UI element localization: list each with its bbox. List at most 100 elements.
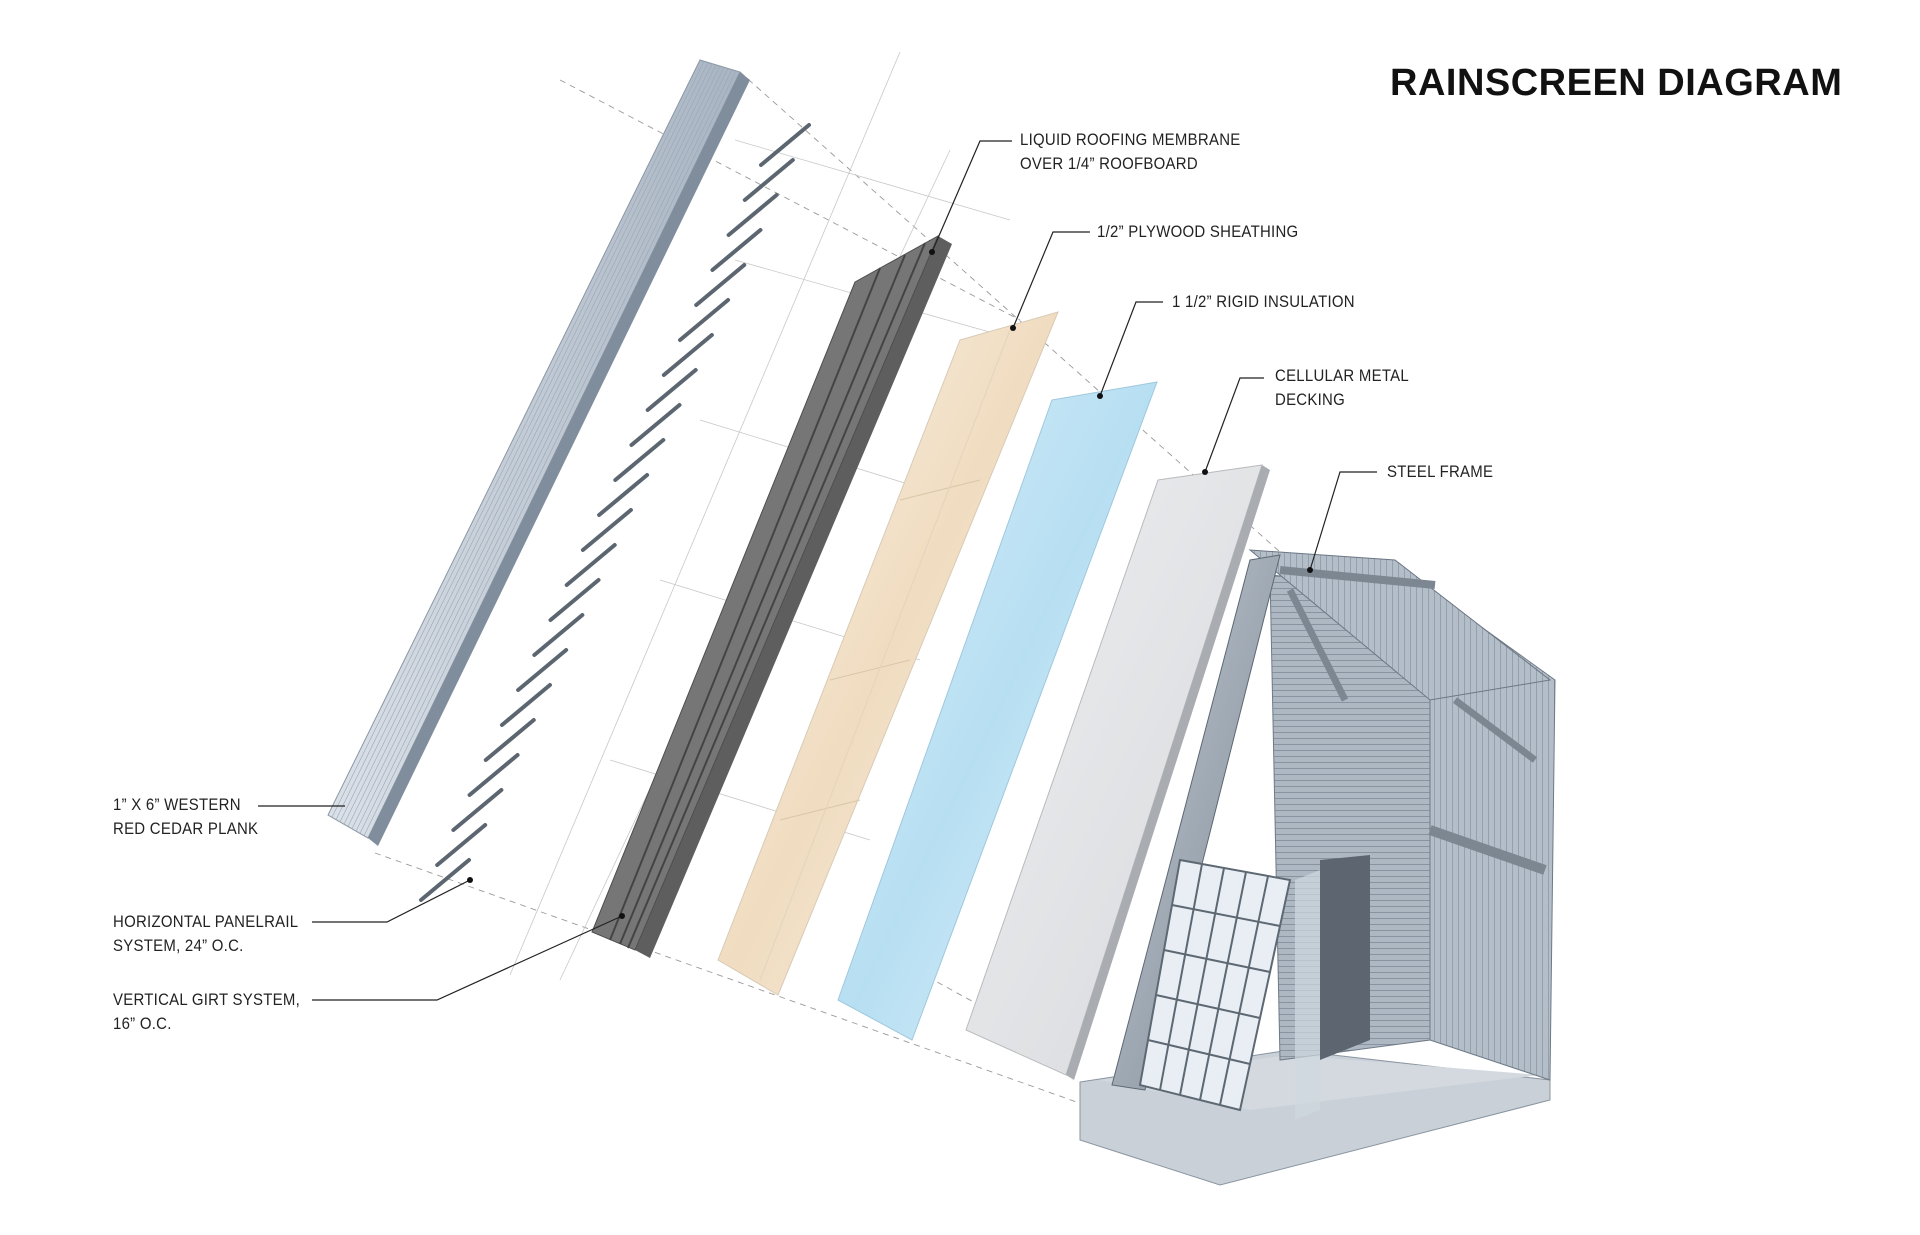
cedar-grain-line [339, 63, 713, 823]
label-line: LIQUID ROOFING MEMBRANE [1020, 130, 1241, 149]
glazing-mullion [1179, 867, 1225, 1096]
glazing-grid-lines [1147, 863, 1281, 1106]
frame-roof [1248, 549, 1552, 701]
panelrail [678, 298, 731, 342]
plywood-panel [717, 311, 1059, 996]
label-line: 1 1/2” RIGID INSULATION [1172, 292, 1355, 311]
insulation-panel [837, 381, 1158, 1041]
cedar-grain-line [351, 67, 725, 829]
plywood-seam [779, 799, 861, 821]
panelrail [629, 403, 682, 447]
cedar-grain-line [335, 62, 709, 820]
panelrail [532, 613, 585, 657]
leader-plywood [1012, 231, 1090, 329]
frame-brace [1452, 697, 1538, 763]
panelrail [435, 823, 488, 867]
panelrail [597, 473, 650, 517]
vertical-girt-layer [591, 234, 952, 958]
frame-window-opening [1320, 855, 1370, 1060]
panelrail [483, 718, 536, 762]
glazing-transom [1171, 904, 1281, 927]
panelrail [742, 158, 795, 202]
panelrail [499, 683, 552, 727]
plywood-layer [717, 311, 1059, 996]
plywood-seam [899, 479, 981, 501]
cedar-plank-grain [331, 61, 737, 836]
panelrail [710, 228, 763, 272]
leader-dot [1010, 325, 1016, 331]
guide-line [509, 51, 901, 976]
leader-dot [1202, 469, 1208, 475]
leader-dot [929, 249, 935, 255]
label-insulation: 1 1/2” RIGID INSULATION [1172, 290, 1355, 314]
projection-line [859, 939, 1081, 1061]
panelrail [516, 648, 569, 692]
girt-rib [627, 242, 926, 949]
glazing-transom [1155, 994, 1261, 1019]
label-panelrail: HORIZONTAL PANELRAIL SYSTEM, 24” O.C. [113, 910, 298, 958]
label-line: 1” X 6” WESTERN [113, 795, 241, 814]
girt-rib [619, 254, 906, 945]
leader-steel-frame [1309, 471, 1377, 571]
panelrail-layer [419, 123, 811, 902]
label-line: 16” O.C. [113, 1014, 172, 1033]
panelrail [564, 543, 617, 587]
leader-insulation [1099, 301, 1163, 397]
label-plywood: 1/2” PLYWOOD SHEATHING [1097, 220, 1298, 244]
frame-front-post [1111, 554, 1281, 1091]
plywood-seam [759, 329, 1011, 981]
label-roofing-membrane: LIQUID ROOFING MEMBRANE OVER 1/4” ROOFBO… [1020, 128, 1241, 176]
cedar-grain-line [359, 69, 733, 834]
girt-face [635, 236, 952, 958]
leader-dot [1307, 567, 1313, 573]
panelrail [661, 333, 714, 377]
projection-line [559, 79, 1021, 321]
leader-dots [467, 249, 1313, 919]
label-line: HORIZONTAL PANELRAIL [113, 912, 299, 931]
cedar-grain-line [355, 68, 729, 832]
label-line: OVER 1/4” ROOFBOARD [1020, 154, 1198, 173]
label-line: RED CEDAR PLANK [113, 819, 259, 838]
cedar-grain-line [343, 64, 717, 825]
leader-dot [619, 913, 625, 919]
insulation-layer [837, 381, 1158, 1041]
glazing-transom [1163, 949, 1271, 973]
leader-lines [258, 140, 1377, 1001]
cedar-plank-layer [327, 59, 750, 846]
girt-rib [609, 267, 881, 941]
label-girt: VERTICAL GIRT SYSTEM, 16” O.C. [113, 988, 300, 1036]
frame-beam [1428, 825, 1547, 875]
glazing-mullion [1199, 871, 1247, 1101]
panelrail [759, 123, 811, 167]
label-line: VERTICAL GIRT SYSTEM, [113, 990, 301, 1009]
panelrail [645, 368, 698, 412]
panelrail [419, 858, 471, 902]
panelrail [548, 578, 601, 622]
glazing-mullion [1219, 875, 1269, 1106]
leader-dot [467, 877, 473, 883]
panelrail [613, 438, 666, 482]
label-line: DECKING [1275, 390, 1346, 409]
panelrail [467, 753, 520, 797]
panelrail [451, 788, 504, 832]
label-line: SYSTEM, 24” O.C. [113, 936, 244, 955]
decking-edge [1066, 465, 1270, 1080]
cedar-grain-line [331, 61, 705, 818]
cedar-grain-line [347, 65, 721, 827]
steel-frame-module [1079, 549, 1556, 1186]
plywood-seam [829, 659, 911, 681]
leader-girt [312, 915, 623, 1001]
label-metal-decking: CELLULAR METAL DECKING [1275, 364, 1409, 412]
label-steel-frame: STEEL FRAME [1387, 460, 1493, 484]
glazing-transom [1147, 1039, 1251, 1065]
frame-beam [1279, 566, 1436, 589]
panelrail [694, 263, 747, 307]
panelrail [726, 193, 779, 237]
guide-line [734, 139, 1011, 221]
label-line: 1/2” PLYWOOD SHEATHING [1097, 222, 1299, 241]
frame-right-wall [1429, 589, 1556, 1081]
label-line: CELLULAR METAL [1275, 366, 1409, 385]
frame-glass-panel [1295, 870, 1320, 1120]
glazing-mullion [1159, 863, 1203, 1091]
